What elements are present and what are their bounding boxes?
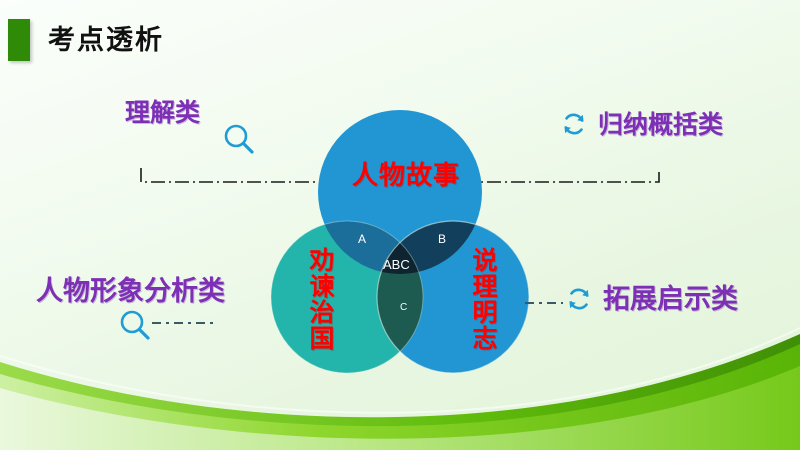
venn-section-label-c: C	[400, 302, 408, 313]
dash-line-right	[525, 302, 563, 304]
venn-section-label-abc: ABC	[383, 257, 410, 272]
slide-title-block: 考点透析	[0, 18, 164, 62]
page-title: 考点透析	[48, 24, 164, 56]
refresh-icon[interactable]	[565, 285, 593, 313]
venn-section-a	[318, 221, 423, 274]
venn-label-left: 劝谏治国	[306, 247, 335, 351]
category-extend[interactable]: 拓展启示类	[565, 285, 738, 313]
venn-section-label-b: B	[438, 232, 447, 246]
venn-label-right: 说理明志	[469, 247, 498, 351]
venn-label-top: 人物故事	[352, 161, 461, 191]
category-summary[interactable]: 归纳概括类	[560, 110, 723, 138]
dash-line-left	[152, 322, 214, 324]
title-accent-bar	[8, 19, 30, 61]
category-understand-label: 理解类	[125, 98, 201, 127]
category-summary-label: 归纳概括类	[598, 109, 724, 139]
refresh-icon[interactable]	[560, 110, 588, 138]
venn-section-label-a: A	[358, 232, 367, 246]
category-extend-label: 拓展启示类	[603, 283, 738, 315]
magnifier-icon[interactable]	[222, 122, 256, 156]
venn-section-b	[377, 221, 482, 274]
category-character[interactable]: 人物形象分析类	[36, 278, 225, 305]
category-character-label: 人物形象分析类	[36, 276, 225, 307]
magnifier-icon[interactable]	[118, 308, 152, 342]
bottom-wave-decoration	[0, 327, 800, 450]
category-understand[interactable]: 理解类	[125, 100, 200, 125]
